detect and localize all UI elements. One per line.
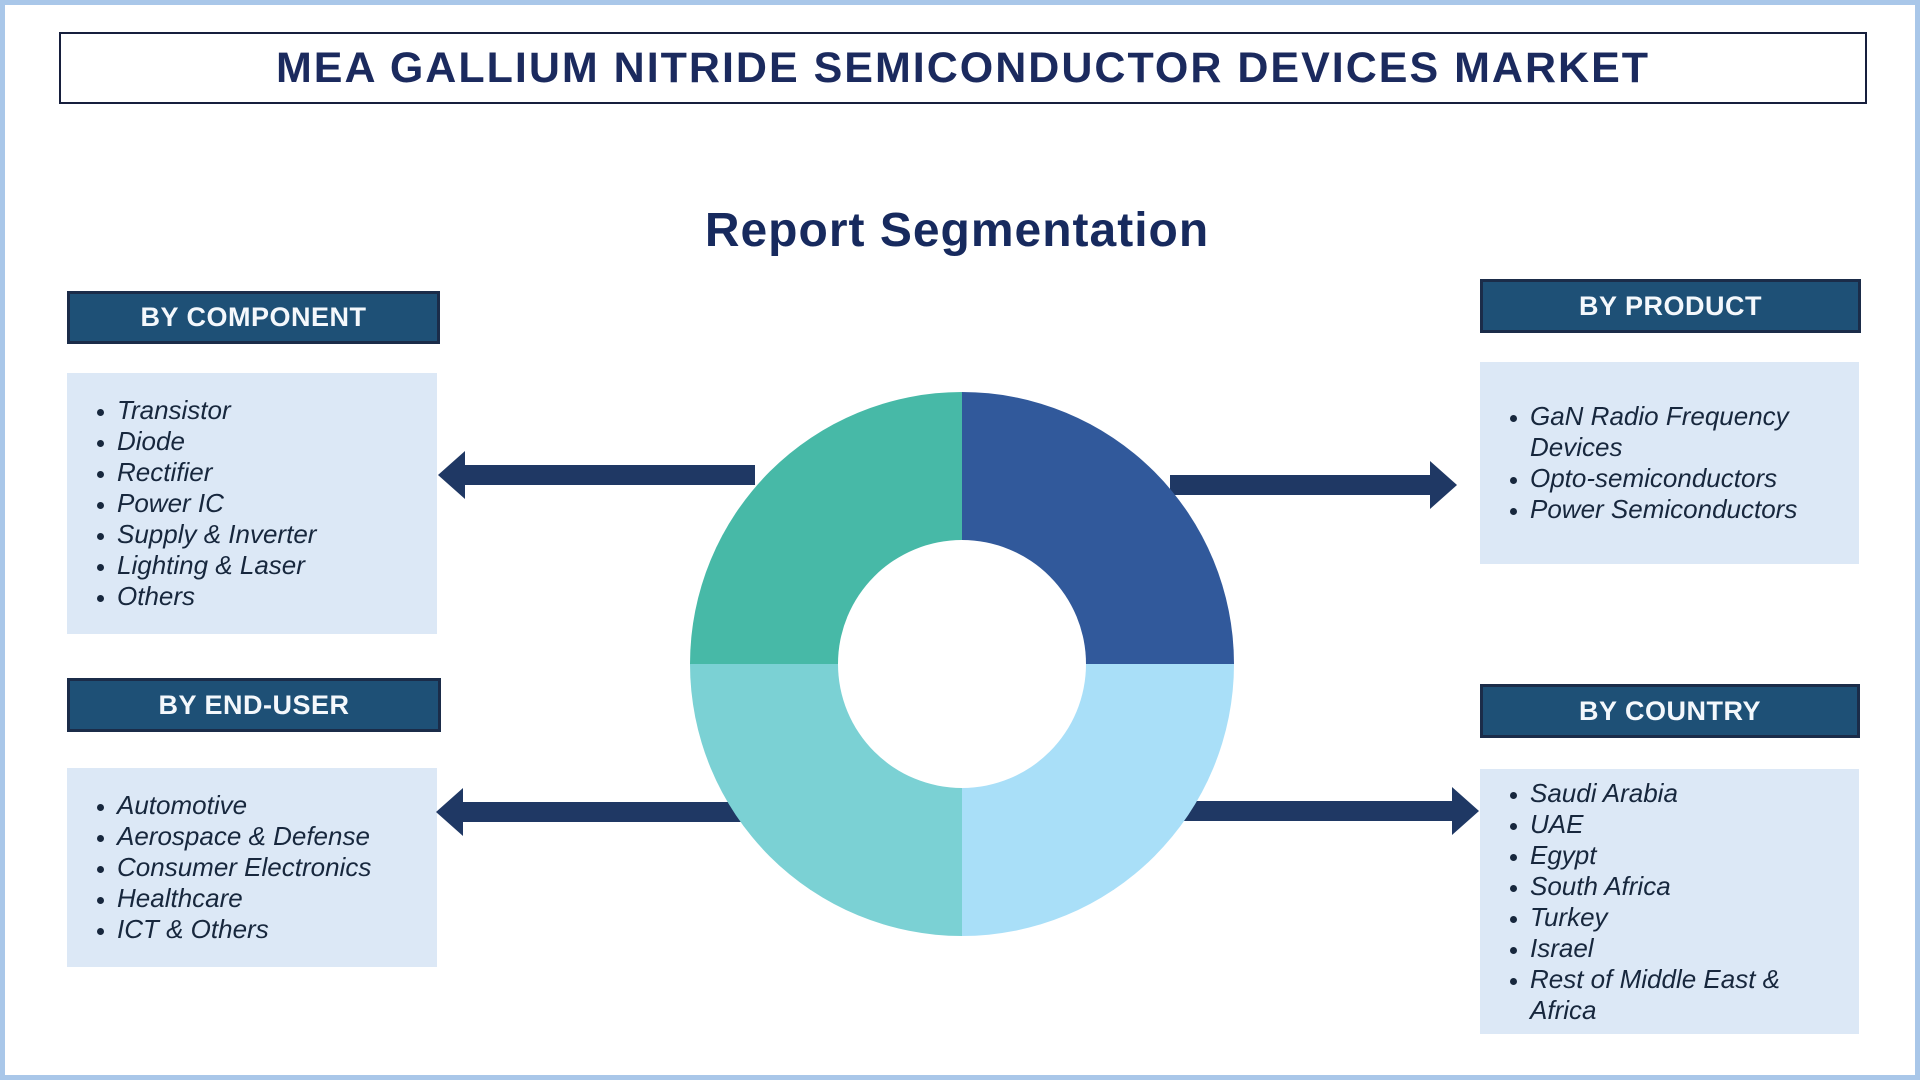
by-country-label: BY COUNTRY <box>1578 695 1762 726</box>
by-end-user-label: BY END-USER <box>158 689 350 720</box>
donut-chart <box>690 392 1234 936</box>
arrow-to-product <box>1170 475 1430 495</box>
arrow-to-component <box>463 465 755 485</box>
list-item: Others <box>117 581 316 612</box>
list-item: UAE <box>1530 809 1847 840</box>
arrow-to-country <box>1170 801 1452 821</box>
arrow-to-end-user <box>461 802 755 822</box>
list-item: Automotive <box>117 790 371 821</box>
by-component-label: BY COMPONENT <box>140 302 367 332</box>
by-component-items: TransistorDiodeRectifierPower ICSupply &… <box>67 395 328 612</box>
arrowhead-right-icon <box>1452 787 1479 835</box>
list-item: Lighting & Laser <box>117 550 316 581</box>
arrowhead-right-icon <box>1430 461 1457 509</box>
by-end-user-items: AutomotiveAerospace & DefenseConsumer El… <box>67 790 383 945</box>
list-item: Turkey <box>1530 902 1847 933</box>
by-product-items: GaN Radio Frequency DevicesOpto-semicond… <box>1480 401 1859 525</box>
by-product-label: BY PRODUCT <box>1578 290 1763 321</box>
list-item: Power IC <box>117 488 316 519</box>
list-item: Aerospace & Defense <box>117 821 371 852</box>
arrowhead-left-icon <box>438 451 465 499</box>
by-product-header: BY PRODUCT <box>1480 279 1861 333</box>
donut-hole <box>838 540 1086 788</box>
list-item: Rest of Middle East & Africa <box>1530 964 1847 1026</box>
list-item: Power Semiconductors <box>1530 494 1847 525</box>
list-item: ICT & Others <box>117 914 371 945</box>
by-component-list: TransistorDiodeRectifierPower ICSupply &… <box>67 373 437 634</box>
title-banner: MEA GALLIUM NITRIDE SEMICONDUCTOR DEVICE… <box>59 32 1867 104</box>
list-item: Egypt <box>1530 840 1847 871</box>
list-item: Supply & Inverter <box>117 519 316 550</box>
list-item: Rectifier <box>117 457 316 488</box>
by-country-list: Saudi ArabiaUAEEgyptSouth AfricaTurkeyIs… <box>1480 769 1859 1034</box>
page-title: MEA GALLIUM NITRIDE SEMICONDUCTOR DEVICE… <box>275 43 1651 92</box>
list-item: GaN Radio Frequency Devices <box>1530 401 1847 463</box>
by-product-list: GaN Radio Frequency DevicesOpto-semicond… <box>1480 362 1859 564</box>
list-item: Opto-semiconductors <box>1530 463 1847 494</box>
by-component-header: BY COMPONENT <box>67 291 440 344</box>
by-country-items: Saudi ArabiaUAEEgyptSouth AfricaTurkeyIs… <box>1480 778 1859 1026</box>
list-item: Healthcare <box>117 883 371 914</box>
by-end-user-header: BY END-USER <box>67 678 441 732</box>
by-country-header: BY COUNTRY <box>1480 684 1860 738</box>
report-segmentation-title: Report Segmentation <box>704 204 1210 257</box>
list-item: Transistor <box>117 395 316 426</box>
arrowhead-left-icon <box>436 788 463 836</box>
list-item: Saudi Arabia <box>1530 778 1847 809</box>
by-end-user-list: AutomotiveAerospace & DefenseConsumer El… <box>67 768 437 967</box>
list-item: Israel <box>1530 933 1847 964</box>
list-item: Consumer Electronics <box>117 852 371 883</box>
list-item: South Africa <box>1530 871 1847 902</box>
list-item: Diode <box>117 426 316 457</box>
